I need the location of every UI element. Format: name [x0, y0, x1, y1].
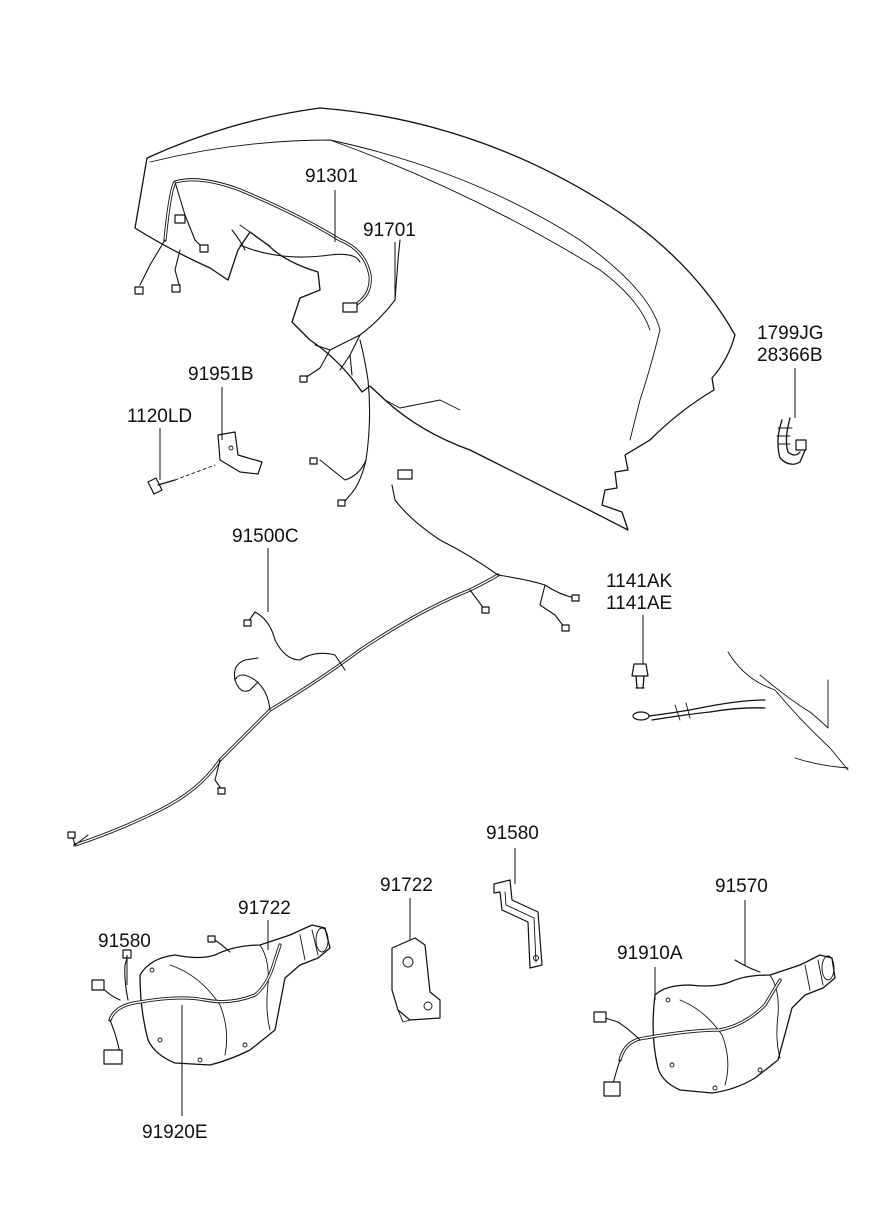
label-91701: 91701 [363, 220, 416, 241]
bracket-91951b-part [217, 431, 263, 475]
harness-91701 [299, 239, 401, 507]
label-1141ak: 1141AK [606, 571, 673, 592]
leader-lines [126, 190, 796, 1116]
label-91722-bracket: 91722 [380, 875, 433, 896]
label-1799jg: 1799JG [757, 323, 824, 344]
label-91910a: 91910A [617, 943, 683, 964]
cable-tie-part [776, 417, 807, 465]
label-91500c: 91500C [232, 526, 299, 547]
bolt-1120ld-part [147, 464, 216, 495]
label-91951b: 91951B [188, 364, 254, 385]
bracket-91722-part [391, 937, 441, 1023]
label-91301: 91301 [305, 166, 358, 187]
harness-91301 [134, 178, 372, 313]
label-91580-transmission: 91580 [98, 931, 151, 952]
part-labels: 91301 91701 1799JG 28366B 91951B 1120LD … [98, 166, 824, 1143]
label-91570: 91570 [715, 876, 768, 897]
crash-pad-panel [134, 107, 736, 531]
ground-bolt-part [631, 651, 849, 771]
transmission-left [91, 924, 331, 1066]
transmission-right [593, 954, 836, 1097]
bracket-91580-part [493, 879, 543, 969]
label-1120ld: 1120LD [127, 406, 192, 427]
label-28366b: 28366B [757, 345, 823, 366]
label-91920e: 91920E [142, 1122, 208, 1143]
label-1141ae: 1141AE [606, 593, 672, 614]
label-91722-transmission: 91722 [238, 898, 291, 919]
harness-91500c [67, 469, 580, 847]
label-91580-bracket: 91580 [486, 823, 539, 844]
